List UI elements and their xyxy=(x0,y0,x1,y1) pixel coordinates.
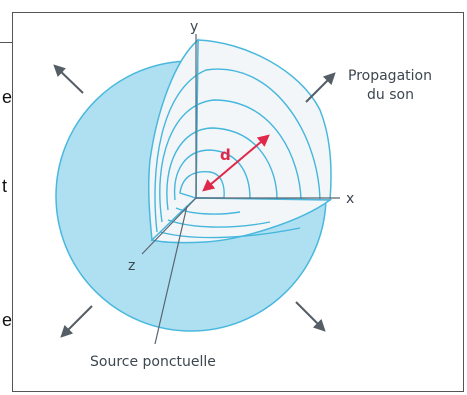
propagation-label-line1: Propagation xyxy=(348,68,432,84)
wave-front xyxy=(159,99,302,223)
wave-fronts xyxy=(154,68,321,239)
wave-front-base xyxy=(167,219,271,228)
cropped-text-fragment: e xyxy=(2,87,13,107)
wave-front-base xyxy=(175,207,241,215)
propagation-arrow-up-right xyxy=(305,72,336,103)
axis-label-z: z xyxy=(128,258,135,274)
propagation-arrow-down-left xyxy=(60,305,93,338)
propagation-arrows xyxy=(53,64,336,338)
figure-frame xyxy=(12,12,464,392)
source-label: Source ponctuelle xyxy=(90,354,216,370)
axis-label-y: y xyxy=(190,19,198,35)
table-rule xyxy=(0,42,12,43)
cutaway-face xyxy=(195,39,332,201)
distance-label: d xyxy=(220,146,231,164)
propagation-arrow-down-right xyxy=(295,301,326,332)
wave-front-base xyxy=(159,227,301,239)
propagation-label-line2: du son xyxy=(367,87,414,103)
cropped-text-fragment: t xyxy=(2,176,8,196)
wave-front xyxy=(154,68,321,233)
cutaway-floor xyxy=(150,197,333,244)
source-pointer xyxy=(154,205,188,345)
distance-arrow xyxy=(202,134,270,192)
cropped-text-fragment: e xyxy=(2,310,13,330)
wave-front xyxy=(166,127,278,211)
propagation-arrow-up-left xyxy=(53,64,84,94)
axis-label-x: x xyxy=(346,191,354,207)
cutaway-side xyxy=(147,38,199,242)
